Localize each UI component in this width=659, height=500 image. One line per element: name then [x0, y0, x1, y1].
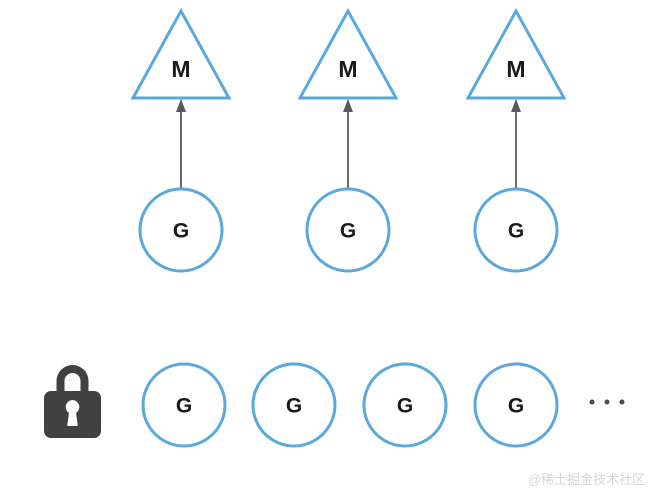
- group-node-label: G: [508, 220, 524, 243]
- arrow-up-icon: [511, 99, 521, 189]
- group-node-label: G: [340, 220, 356, 243]
- group-node[interactable]: G: [138, 187, 224, 273]
- circle-icon: [251, 362, 337, 448]
- circle-icon: [473, 187, 559, 273]
- triangle-icon: [297, 7, 399, 100]
- master-node[interactable]: M: [130, 7, 232, 100]
- ellipsis-icon: [589, 399, 625, 405]
- group-node-label: G: [397, 395, 413, 418]
- triangle-icon: [465, 7, 567, 100]
- group-node[interactable]: G: [473, 362, 559, 448]
- group-node-label: G: [286, 395, 302, 418]
- group-node-label: G: [173, 220, 189, 243]
- master-node-label: M: [506, 56, 525, 82]
- circle-icon: [141, 362, 227, 448]
- circle-icon: [305, 187, 391, 273]
- watermark: @稀土掘金技术社区: [528, 472, 645, 487]
- triangle-icon: [130, 7, 232, 100]
- master-node[interactable]: M: [465, 7, 567, 100]
- master-node-group: M M M: [130, 7, 567, 100]
- group-node[interactable]: G: [473, 187, 559, 273]
- middle-node-group: G G G: [138, 187, 559, 273]
- lock-icon: [44, 365, 101, 438]
- arrow-up-icon: [176, 99, 186, 189]
- arrow-up-icon: [343, 99, 353, 189]
- master-node-label: M: [338, 56, 357, 82]
- group-node[interactable]: G: [141, 362, 227, 448]
- group-node-label: G: [508, 395, 524, 418]
- group-node[interactable]: G: [251, 362, 337, 448]
- group-node-label: G: [176, 395, 192, 418]
- circle-icon: [362, 362, 448, 448]
- master-node[interactable]: M: [297, 7, 399, 100]
- group-node[interactable]: G: [305, 187, 391, 273]
- bottom-node-group: G G G G: [141, 362, 559, 448]
- arrow-group: [176, 99, 521, 189]
- circle-icon: [473, 362, 559, 448]
- group-node[interactable]: G: [362, 362, 448, 448]
- circle-icon: [138, 187, 224, 273]
- master-node-label: M: [171, 56, 190, 82]
